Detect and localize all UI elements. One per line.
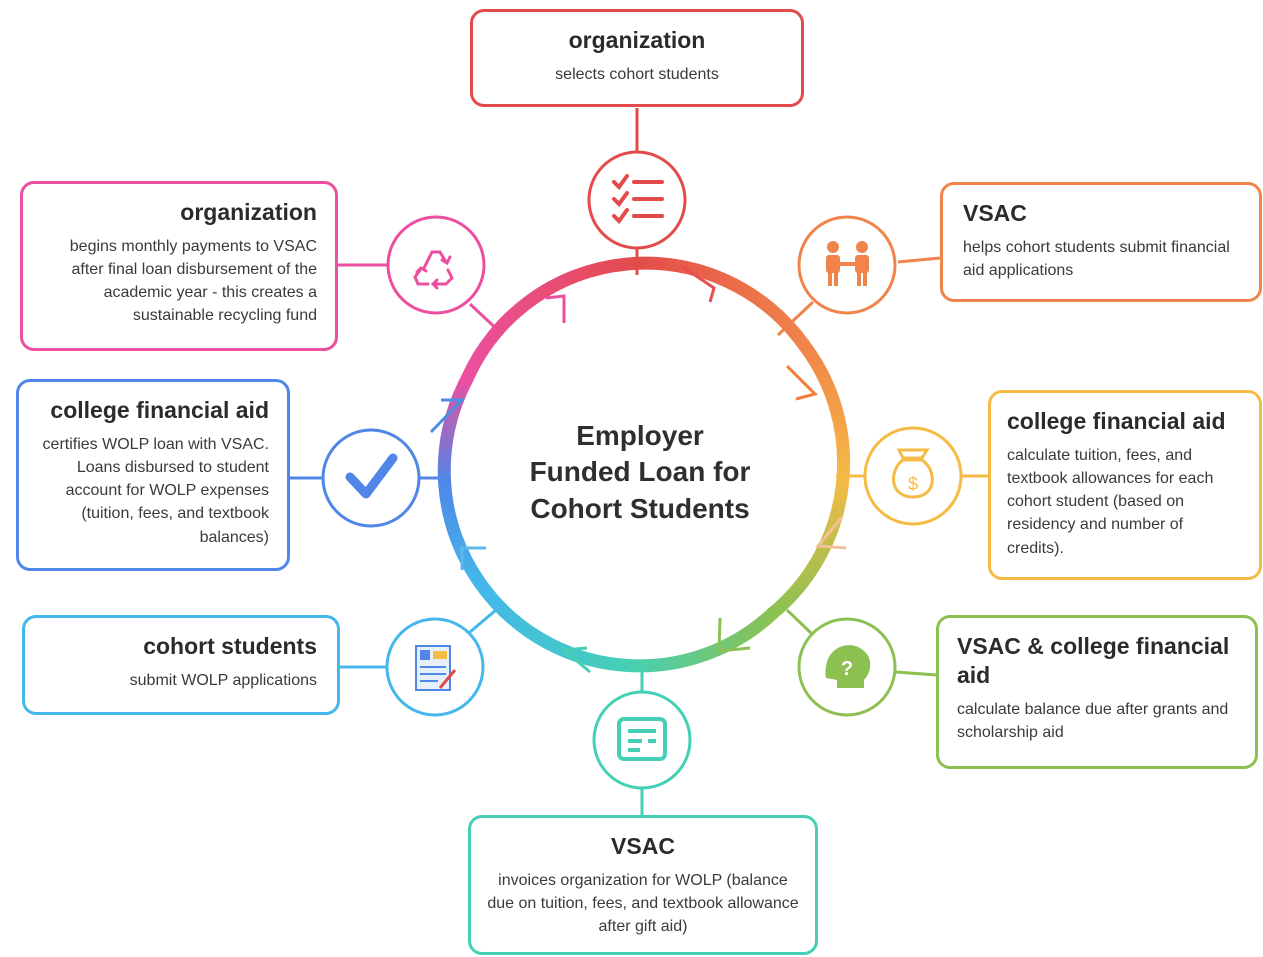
title-line-3: Cohort Students [530,492,750,524]
question-head-icon: ? [825,645,871,688]
step-title: VSAC [963,200,1027,226]
arrow-head [545,294,566,323]
arrow-head [814,516,847,550]
step-card-vsac-college-balance: VSAC & college financial aid calculate b… [936,615,1258,769]
invoice-icon [617,717,667,761]
svg-text:?: ? [841,658,853,680]
arrow-head [560,646,591,674]
arrow-head [429,398,466,434]
ring-arc-3 [473,576,780,673]
step-card-vsac-help: VSAC helps cohort students submit financ… [940,182,1262,302]
step-title: college financial aid [50,397,269,423]
step-description: begins monthly payments to VSAC after fi… [69,237,317,325]
step-card-organization-payments: organization begins monthly payments to … [20,181,338,351]
connector-vsac-college-box [895,670,937,677]
step-title: organization [568,27,706,53]
connector-students-ring [469,608,497,634]
checkmark-icon [345,453,398,499]
recycle-icon [413,250,454,290]
arrow-head [460,546,486,570]
step-description: invoices organization for WOLP (balance … [487,871,799,936]
title-line-1: Employer [576,420,704,451]
svg-text:$: $ [908,474,918,494]
title-line-2: Funded Loan for [529,456,751,488]
step-title: VSAC & college financial aid [957,633,1230,688]
step-card-organization-select: organization selects cohort students [470,9,804,107]
step-title: college financial aid [1007,408,1226,434]
people-handshake-icon [826,241,869,286]
step-description: submit WOLP applications [129,671,317,689]
step-description: selects cohort students [555,65,719,83]
connector-vsac-college-ring [785,608,814,636]
step-title: cohort students [143,633,317,659]
step-card-vsac-invoice: VSAC invoices organization for WOLP (bal… [468,815,818,955]
connector-vsac-help [897,256,941,264]
ring-arrows [429,265,847,674]
ring-arc-2 [766,338,851,620]
arrow-head [785,364,818,401]
money-bag-icon-circle [863,426,963,526]
step-description: helps cohort students submit financial a… [963,238,1230,279]
step-description: calculate balance due after grants and s… [957,700,1229,741]
step-card-students-submit: cohort students submit WOLP applications [22,615,340,715]
diagram-title: Employer Funded Loan for Cohort Students [490,418,790,527]
step-description: certifies WOLP loan with VSAC. Loans dis… [42,435,269,546]
cycle-ring [437,256,851,673]
checklist-icon [612,174,664,225]
checkmark-icon-circle [321,428,421,528]
step-description: calculate tuition, fees, and textbook al… [1007,446,1214,557]
arrow-head [682,265,716,303]
ring-arc-1 [460,256,811,386]
application-form-icon [415,645,457,691]
money-bag-icon: $ [892,448,934,499]
recycle-icon-circle [386,215,486,315]
step-title: VSAC [611,833,675,859]
arrow-head [717,617,751,653]
step-card-college-calc: college financial aid calculate tuition,… [988,390,1262,580]
step-title: organization [180,199,317,225]
step-card-college-certify: college financial aid certifies WOLP loa… [16,379,290,571]
